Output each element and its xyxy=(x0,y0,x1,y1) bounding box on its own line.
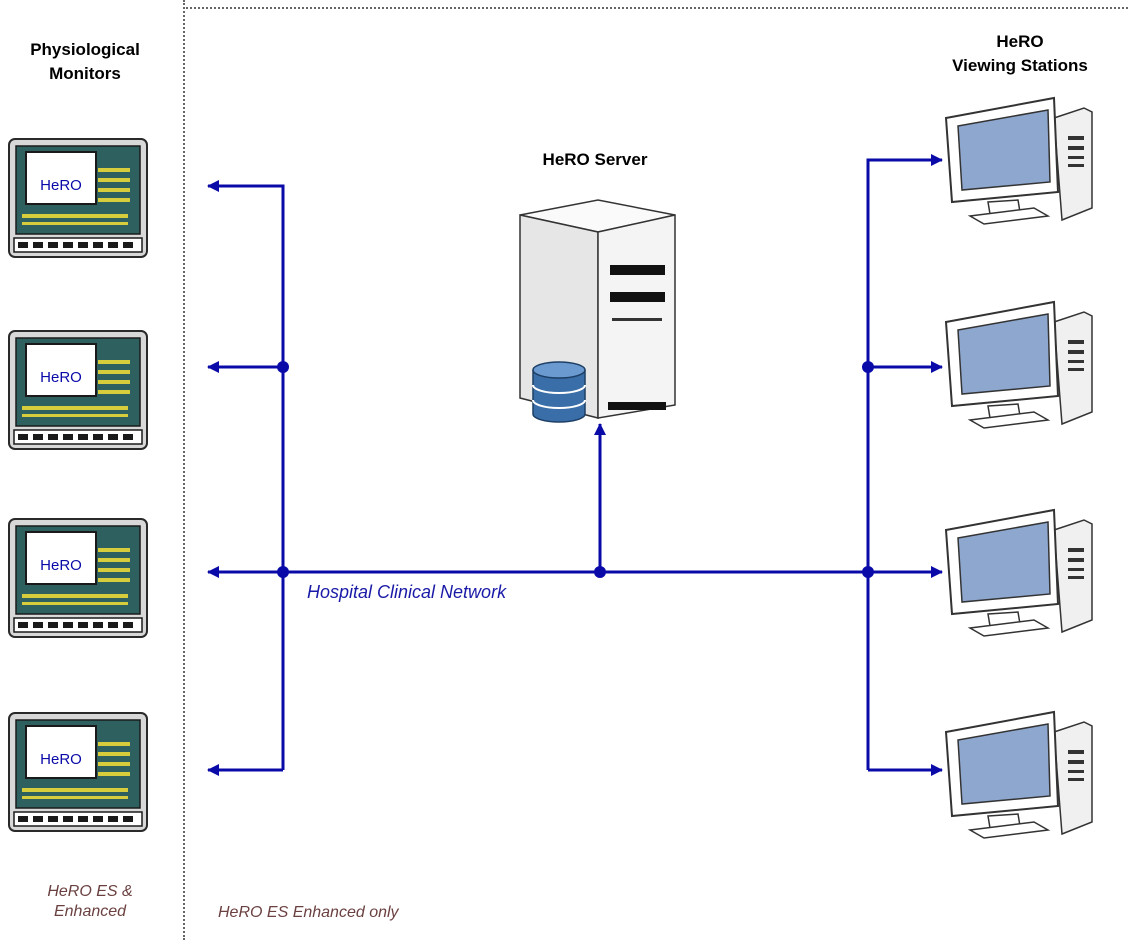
physiological-monitor-2: HeRO xyxy=(8,330,148,450)
viewers-heading-line2: Viewing Stations xyxy=(952,56,1088,75)
viewing-station-1 xyxy=(945,97,1093,225)
monitor-screen-label: HeRO xyxy=(40,369,82,386)
viewing-station-4 xyxy=(945,711,1093,839)
footnote-left: HeRO ES & Enhanced xyxy=(25,882,155,922)
network-label: Hospital Clinical Network xyxy=(307,582,507,602)
monitor-bus xyxy=(207,180,285,770)
monitor-screen-label: HeRO xyxy=(40,177,82,194)
station-bus xyxy=(866,154,943,770)
monitor-screen-label: HeRO xyxy=(40,751,82,768)
hero-server xyxy=(519,199,676,423)
junction-dot xyxy=(862,361,874,373)
monitors-heading: Physiological Monitors xyxy=(0,38,170,86)
viewers-heading-line1: HeRO xyxy=(996,32,1044,51)
junction-dot xyxy=(277,361,289,373)
viewers-heading: HeRO Viewing Stations xyxy=(920,30,1120,78)
junction-dot xyxy=(277,566,289,578)
monitor-screen-label: HeRO xyxy=(40,557,82,574)
footnote-right: HeRO ES Enhanced only xyxy=(218,904,399,921)
network-junctions xyxy=(277,361,874,578)
monitors-heading-line2: Monitors xyxy=(49,64,121,83)
section-divider xyxy=(183,0,185,940)
monitors-heading-line1: Physiological xyxy=(30,40,140,59)
footnote-left-line1: HeRO ES & xyxy=(47,883,133,900)
physiological-monitor-3: HeRO xyxy=(8,518,148,638)
viewing-station-2 xyxy=(945,301,1093,429)
junction-dot xyxy=(594,566,606,578)
viewing-station-3 xyxy=(945,509,1093,637)
physiological-monitor-4: HeRO xyxy=(8,712,148,832)
junction-dot xyxy=(862,566,874,578)
footnote-left-line2: Enhanced xyxy=(53,903,127,920)
database-icon xyxy=(532,361,586,423)
top-border xyxy=(183,7,1128,9)
physiological-monitor-1: HeRO xyxy=(8,138,148,258)
server-heading: HeRO Server xyxy=(542,150,648,169)
